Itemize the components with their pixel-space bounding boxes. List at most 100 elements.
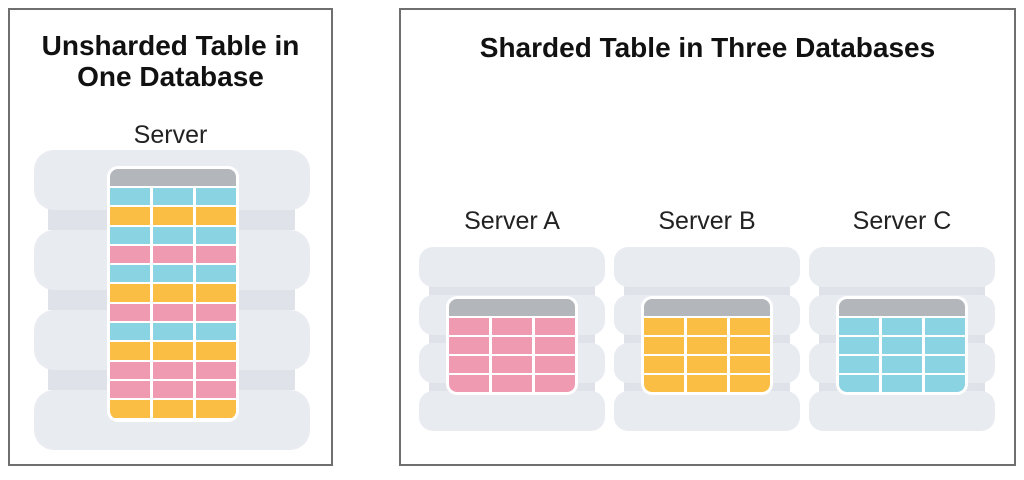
table-cell — [153, 342, 193, 360]
table-cell — [196, 380, 236, 399]
unsharded-panel: Unsharded Table in One Database Server — [8, 8, 333, 466]
shard-table — [644, 299, 770, 392]
table-cell — [687, 356, 727, 373]
table-cell — [110, 342, 150, 360]
table-row — [110, 207, 236, 225]
table-header — [839, 299, 965, 316]
table-cell — [925, 318, 965, 335]
table-row — [644, 318, 770, 335]
table-cell — [730, 356, 770, 373]
table-cell — [196, 265, 236, 283]
table-cell — [839, 337, 879, 354]
table-cell — [535, 375, 575, 392]
table-row — [644, 337, 770, 354]
table-cell — [882, 318, 922, 335]
table-cell — [153, 188, 193, 206]
sharded-title: Sharded Table in Three Databases — [479, 32, 936, 63]
table-cell — [644, 337, 684, 354]
unsharded-title-line1: Unsharded Table in — [41, 30, 300, 61]
table-cell — [535, 356, 575, 373]
table-cell — [153, 265, 193, 283]
table-row — [449, 375, 575, 392]
disk-platter — [809, 391, 995, 431]
table-cell — [687, 318, 727, 335]
table-cell — [196, 226, 236, 244]
server-b-label: Server B — [658, 207, 756, 235]
table-cell — [644, 375, 684, 392]
table-row — [449, 318, 575, 335]
table-cell — [449, 375, 489, 392]
table-cell — [196, 303, 236, 322]
table-cell — [449, 356, 489, 373]
table-row — [110, 400, 236, 418]
sharded-panel: Sharded Table in Three Databases Server … — [399, 8, 1016, 466]
table-cell — [196, 245, 236, 264]
table-cell — [839, 375, 879, 392]
table-cell — [687, 375, 727, 392]
table-cell — [730, 375, 770, 392]
table-cell — [925, 356, 965, 373]
shard-table — [449, 299, 575, 392]
table-cell — [196, 323, 236, 341]
table-cell — [110, 245, 150, 264]
table-cell — [730, 337, 770, 354]
table-cell — [153, 226, 193, 244]
table-cell — [535, 337, 575, 354]
table-row — [110, 380, 236, 399]
table-cell — [196, 207, 236, 225]
table-cell — [492, 337, 532, 354]
table-cell — [153, 361, 193, 379]
table-row — [644, 356, 770, 373]
table-cell — [153, 303, 193, 322]
table-cell — [196, 342, 236, 360]
table-cell — [110, 207, 150, 225]
table-row — [839, 337, 965, 354]
unsharded-title-line2: One Database — [77, 61, 264, 92]
table-cell — [153, 400, 193, 418]
table-cell — [153, 207, 193, 225]
table-row — [110, 342, 236, 360]
table-row — [449, 337, 575, 354]
disk-platter — [419, 247, 605, 287]
table-cell — [196, 400, 236, 418]
table-cell — [153, 380, 193, 399]
table-cell — [110, 323, 150, 341]
table-cell — [196, 188, 236, 206]
table-row — [839, 356, 965, 373]
table-cell — [196, 284, 236, 302]
table-cell — [110, 284, 150, 302]
table-cell — [644, 356, 684, 373]
table-cell — [730, 318, 770, 335]
table-row — [110, 323, 236, 341]
table-cell — [449, 318, 489, 335]
table-cell — [925, 375, 965, 392]
table-cell — [110, 188, 150, 206]
table-cell — [110, 361, 150, 379]
table-row — [110, 284, 236, 302]
disk-platter — [419, 391, 605, 431]
table-row — [110, 303, 236, 322]
table-cell — [492, 318, 532, 335]
disk-platter — [809, 247, 995, 287]
table-cell — [535, 318, 575, 335]
server-a-label: Server A — [464, 207, 560, 235]
server-label: Server — [133, 121, 208, 149]
table-cell — [110, 265, 150, 283]
table-row — [110, 226, 236, 244]
table-row — [839, 318, 965, 335]
table-cell — [687, 337, 727, 354]
table-cell — [110, 400, 150, 418]
table-row — [110, 245, 236, 264]
table-cell — [492, 375, 532, 392]
table-cell — [492, 356, 532, 373]
table-cell — [644, 318, 684, 335]
table-row — [839, 375, 965, 392]
table-cell — [196, 361, 236, 379]
table-cell — [839, 356, 879, 373]
shard-table — [839, 299, 965, 392]
table-header — [644, 299, 770, 316]
disk-platter — [614, 247, 800, 287]
disk-platter — [614, 391, 800, 431]
table-cell — [153, 323, 193, 341]
table-cell — [449, 337, 489, 354]
